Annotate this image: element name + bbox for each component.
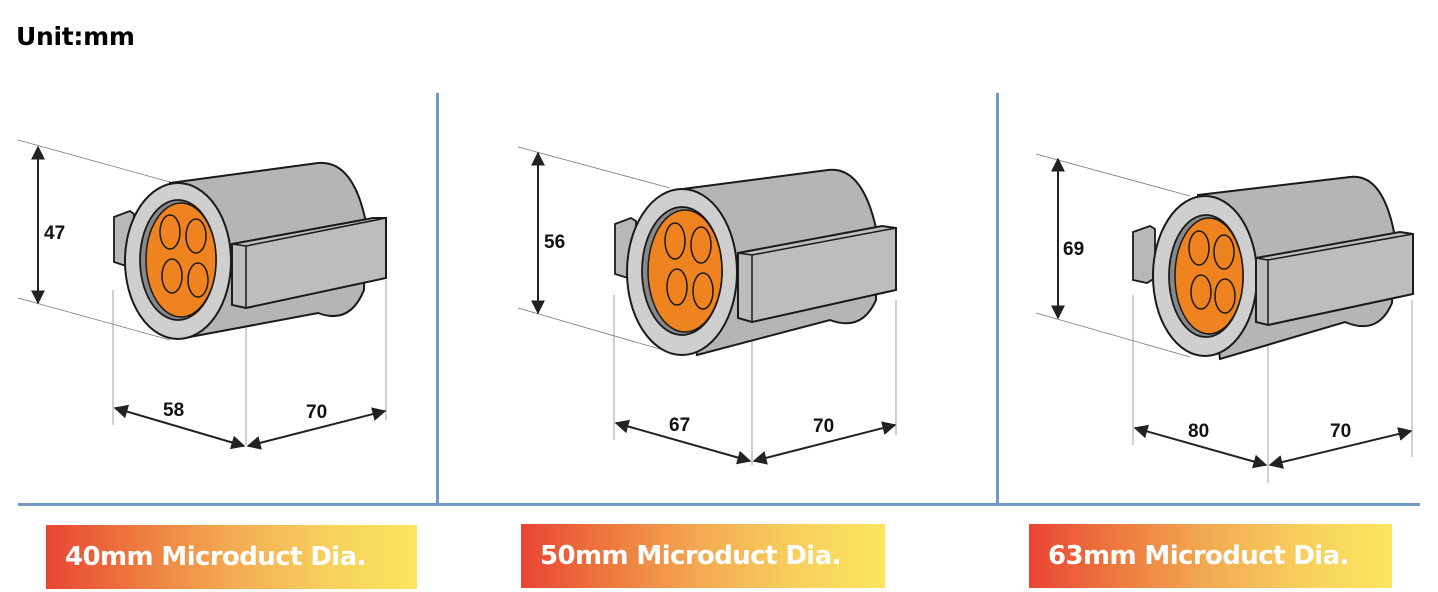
panel-divider-2 <box>996 93 999 505</box>
label-50mm-text: 50mm Microduct Dia. <box>540 541 841 571</box>
label-40mm: 40mm Microduct Dia. <box>46 525 417 589</box>
height-dimension: 47 <box>44 223 65 244</box>
length-dimension: 70 <box>1330 421 1351 442</box>
panel-40mm: 47 58 70 <box>0 100 436 500</box>
panel-divider-1 <box>436 93 439 505</box>
depth-dimension: 80 <box>1188 421 1209 442</box>
label-63mm: 63mm Microduct Dia. <box>1029 524 1392 588</box>
panel-50mm: 56 67 70 <box>500 100 936 500</box>
length-dimension: 70 <box>306 402 327 423</box>
connector-40mm-illustration: 47 58 70 <box>17 139 387 450</box>
connector-50mm-illustration: 56 67 70 <box>517 146 897 465</box>
height-dimension: 56 <box>544 232 565 253</box>
label-40mm-text: 40mm Microduct Dia. <box>65 542 366 572</box>
length-dimension: 70 <box>813 416 834 437</box>
depth-dimension: 67 <box>669 415 690 436</box>
bottom-divider <box>18 503 1420 506</box>
label-63mm-text: 63mm Microduct Dia. <box>1048 541 1349 571</box>
label-50mm: 50mm Microduct Dia. <box>521 524 885 588</box>
panel-63mm: 69 80 70 <box>1020 100 1438 500</box>
depth-dimension: 58 <box>163 400 184 421</box>
height-dimension: 69 <box>1063 239 1084 260</box>
connector-63mm-illustration: 69 80 70 <box>1035 153 1414 483</box>
unit-label: Unit:mm <box>16 22 135 51</box>
